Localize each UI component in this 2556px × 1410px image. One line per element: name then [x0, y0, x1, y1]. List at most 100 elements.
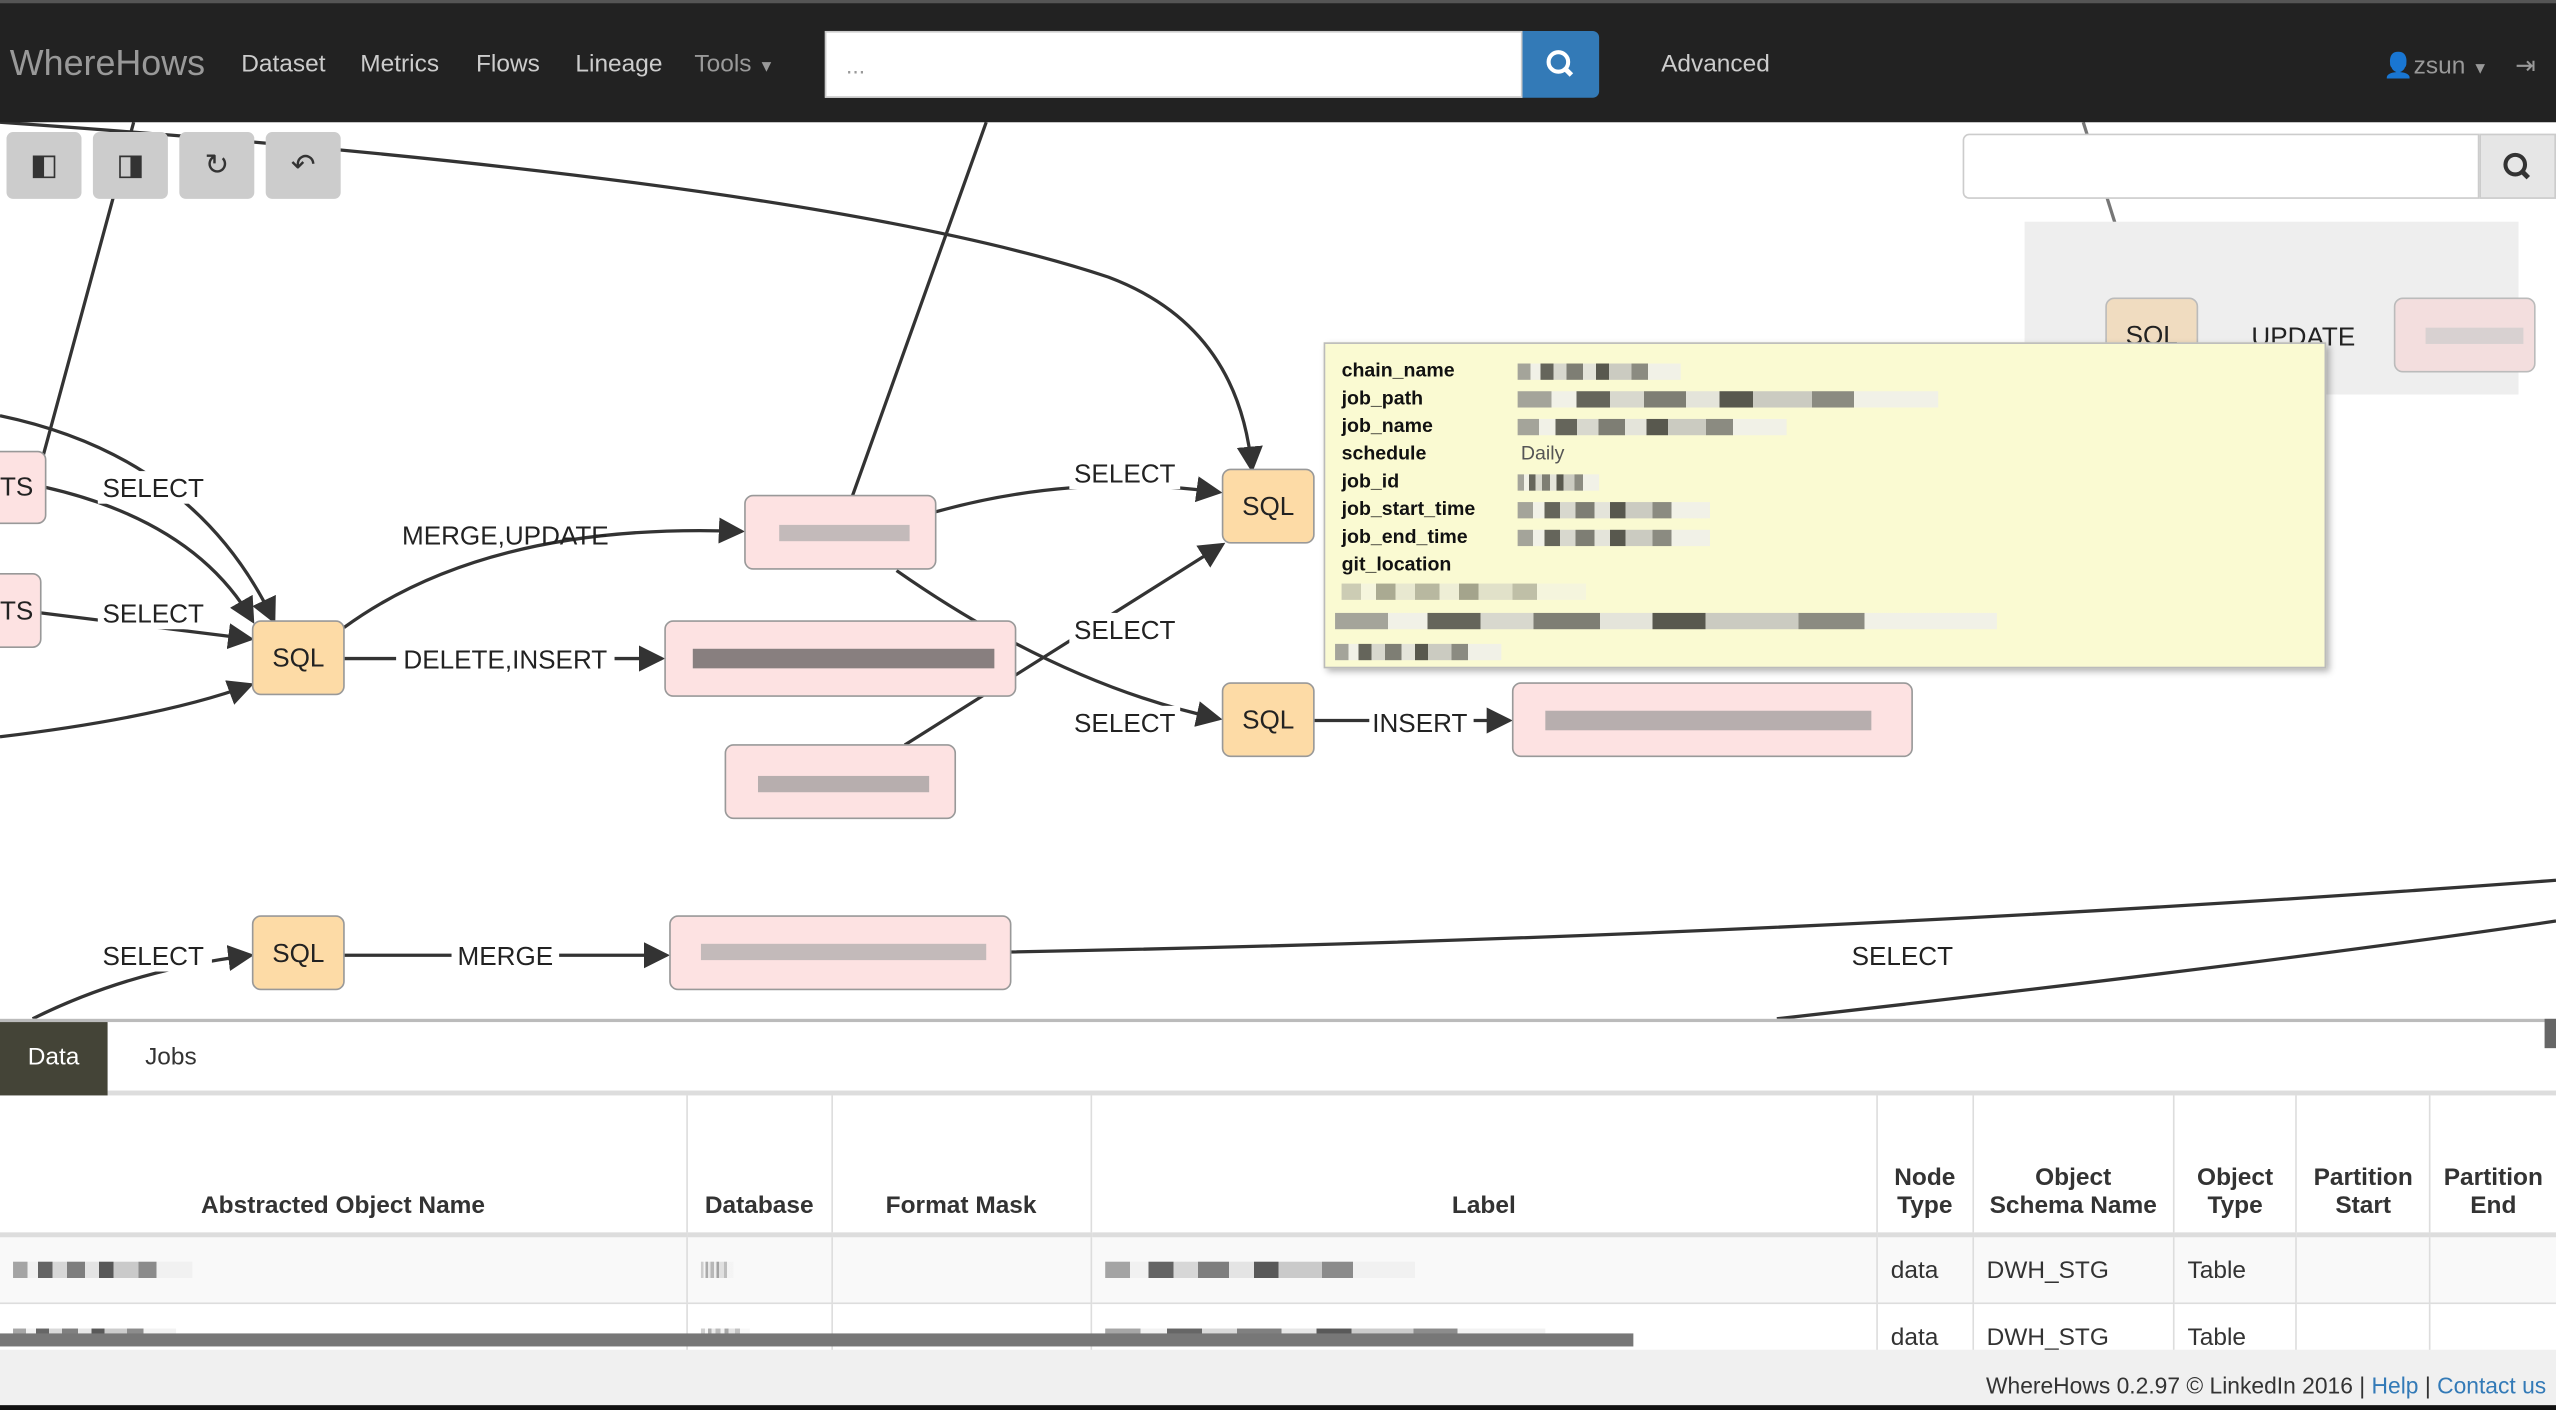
- redacted-cell: [700, 1261, 734, 1278]
- redacted-value: [1517, 502, 1710, 519]
- col-header[interactable]: Node Type: [1876, 1095, 1973, 1238]
- redacted-value: [1335, 612, 1997, 630]
- step-forward-button[interactable]: ◨: [92, 132, 168, 199]
- edge-label: INSERT: [1372, 708, 1467, 738]
- graph-search-button[interactable]: [2479, 133, 2556, 199]
- edge-label: DELETE,INSERT: [403, 644, 607, 674]
- redacted-value: [1341, 583, 1587, 600]
- col-header[interactable]: Abstracted Object Name: [0, 1095, 687, 1238]
- tab-data[interactable]: Data: [0, 1022, 108, 1096]
- step-forward-icon: ◨: [116, 148, 145, 181]
- tooltip-key: schedule: [1341, 441, 1427, 465]
- table-row[interactable]: data DWH_STG Table: [0, 1234, 2556, 1305]
- node-type-cell: data: [1876, 1234, 1973, 1305]
- redacted-cell: [13, 1261, 193, 1278]
- tooltip-key: job_id: [1341, 469, 1400, 493]
- edge-label: SELECT: [103, 941, 205, 971]
- footer: WhereHows 0.2.97 © LinkedIn 2016 | Help …: [0, 1349, 2556, 1406]
- edge-label: SELECT: [103, 599, 205, 629]
- tooltip-key: job_end_time: [1341, 524, 1468, 548]
- tools-label: Tools: [694, 50, 752, 79]
- nav-lineage[interactable]: Lineage: [575, 50, 663, 79]
- node-label: TS: [0, 472, 33, 502]
- sql-node[interactable]: [1221, 468, 1315, 544]
- redacted-value: [1517, 529, 1710, 547]
- node-label: SQL: [1242, 491, 1294, 521]
- nav-dataset[interactable]: Dataset: [241, 50, 326, 79]
- edge-label: MERGE,UPDATE: [402, 520, 609, 550]
- sql-node[interactable]: [251, 620, 345, 696]
- nav-metrics[interactable]: Metrics: [360, 50, 440, 79]
- tab-jobs[interactable]: Jobs: [145, 1043, 197, 1071]
- col-header[interactable]: Label: [1089, 1095, 1877, 1238]
- redacted-cell: [1104, 1261, 1415, 1278]
- lineage-graph[interactable]: TS TS SQL SQL SQL SQL SQL SELECT SELECT …: [0, 0, 2556, 1019]
- object-type-cell: Table: [2172, 1234, 2297, 1305]
- search-button[interactable]: [1522, 30, 1600, 98]
- user-icon: 👤: [2383, 52, 2414, 80]
- sql-node[interactable]: [1221, 682, 1315, 758]
- navbar: WhereHows Dataset Metrics Flows Lineage …: [0, 0, 2556, 123]
- footer-separator: |: [2424, 1372, 2431, 1399]
- schedule-value: Daily: [1520, 441, 1565, 465]
- redacted-value: [1517, 363, 1681, 380]
- table-header: Abstracted Object Name Database Format M…: [0, 1095, 2556, 1238]
- job-tooltip: chain_name job_path job_name schedule Da…: [1323, 342, 2327, 669]
- tooltip-key: job_path: [1341, 386, 1424, 410]
- caret-down-icon: ▼: [2472, 60, 2489, 79]
- tooltip-key: job_start_time: [1341, 497, 1476, 521]
- logout-icon[interactable]: ⇥: [2515, 52, 2536, 80]
- table-node[interactable]: [0, 572, 42, 648]
- edge-label: SELECT: [103, 473, 205, 503]
- vertical-scrollbar[interactable]: [2544, 1018, 2556, 1049]
- node-label: SQL: [272, 643, 324, 673]
- schema-cell: DWH_STG: [1971, 1234, 2174, 1305]
- username: zsun: [2413, 52, 2466, 80]
- col-header[interactable]: Database: [686, 1095, 832, 1238]
- undo-button[interactable]: ↶: [265, 132, 341, 199]
- undo-icon: ↶: [290, 148, 316, 181]
- edge-label: SELECT: [1074, 708, 1176, 738]
- search-icon: [1546, 50, 1574, 77]
- contact-link[interactable]: Contact us: [2437, 1372, 2547, 1399]
- refresh-button[interactable]: ↻: [179, 132, 255, 199]
- redacted-node-text: [692, 327, 2524, 961]
- table-node[interactable]: [0, 450, 47, 525]
- col-header[interactable]: Partition End: [2429, 1095, 2556, 1238]
- search-icon: [2503, 152, 2531, 180]
- user-menu[interactable]: 👤zsun ▼: [2383, 51, 2488, 80]
- nav-advanced[interactable]: Advanced: [1661, 50, 1770, 79]
- nav-tools-dropdown[interactable]: Tools ▼: [694, 51, 774, 79]
- step-backward-button[interactable]: ◧: [6, 132, 82, 199]
- detail-tabs: Data Jobs: [0, 1018, 2556, 1096]
- node-label: SQL: [1242, 705, 1294, 735]
- bottom-border: [0, 1405, 2556, 1410]
- step-backward-icon: ◧: [30, 148, 58, 181]
- tooltip-key: git_location: [1341, 552, 1452, 576]
- search-input[interactable]: ...: [824, 30, 1523, 98]
- edge-labels: SELECT SELECT MERGE,UPDATE DELETE,INSERT…: [97, 322, 2355, 972]
- graph-search-input[interactable]: [1962, 133, 2480, 199]
- col-header[interactable]: Object Schema Name: [1971, 1095, 2174, 1238]
- redacted-value: [1517, 474, 1600, 491]
- node-label: SQL: [272, 938, 324, 968]
- redacted-value: [1517, 391, 1939, 408]
- edge-label: MERGE: [458, 941, 554, 971]
- col-header[interactable]: Object Type: [2172, 1095, 2297, 1238]
- edge-label: SELECT: [1074, 459, 1176, 489]
- sql-node[interactable]: [251, 915, 345, 991]
- redacted-value: [1335, 643, 1502, 661]
- brand-logo[interactable]: WhereHows: [9, 42, 206, 84]
- footer-text: WhereHows 0.2.97 © LinkedIn 2016 |: [1985, 1372, 2366, 1399]
- edge-label: SELECT: [1074, 615, 1176, 645]
- nav-flows[interactable]: Flows: [475, 50, 540, 79]
- tooltip-key: chain_name: [1341, 358, 1455, 382]
- redacted-value: [1517, 418, 1787, 436]
- data-table: Abstracted Object Name Database Format M…: [0, 1095, 2556, 1371]
- node-label: TS: [0, 595, 33, 625]
- edge-label: SELECT: [1852, 941, 1954, 971]
- col-header[interactable]: Partition Start: [2295, 1095, 2430, 1238]
- help-link[interactable]: Help: [2371, 1372, 2419, 1399]
- horizontal-scrollbar[interactable]: [0, 1333, 1634, 1347]
- col-header[interactable]: Format Mask: [830, 1095, 1091, 1238]
